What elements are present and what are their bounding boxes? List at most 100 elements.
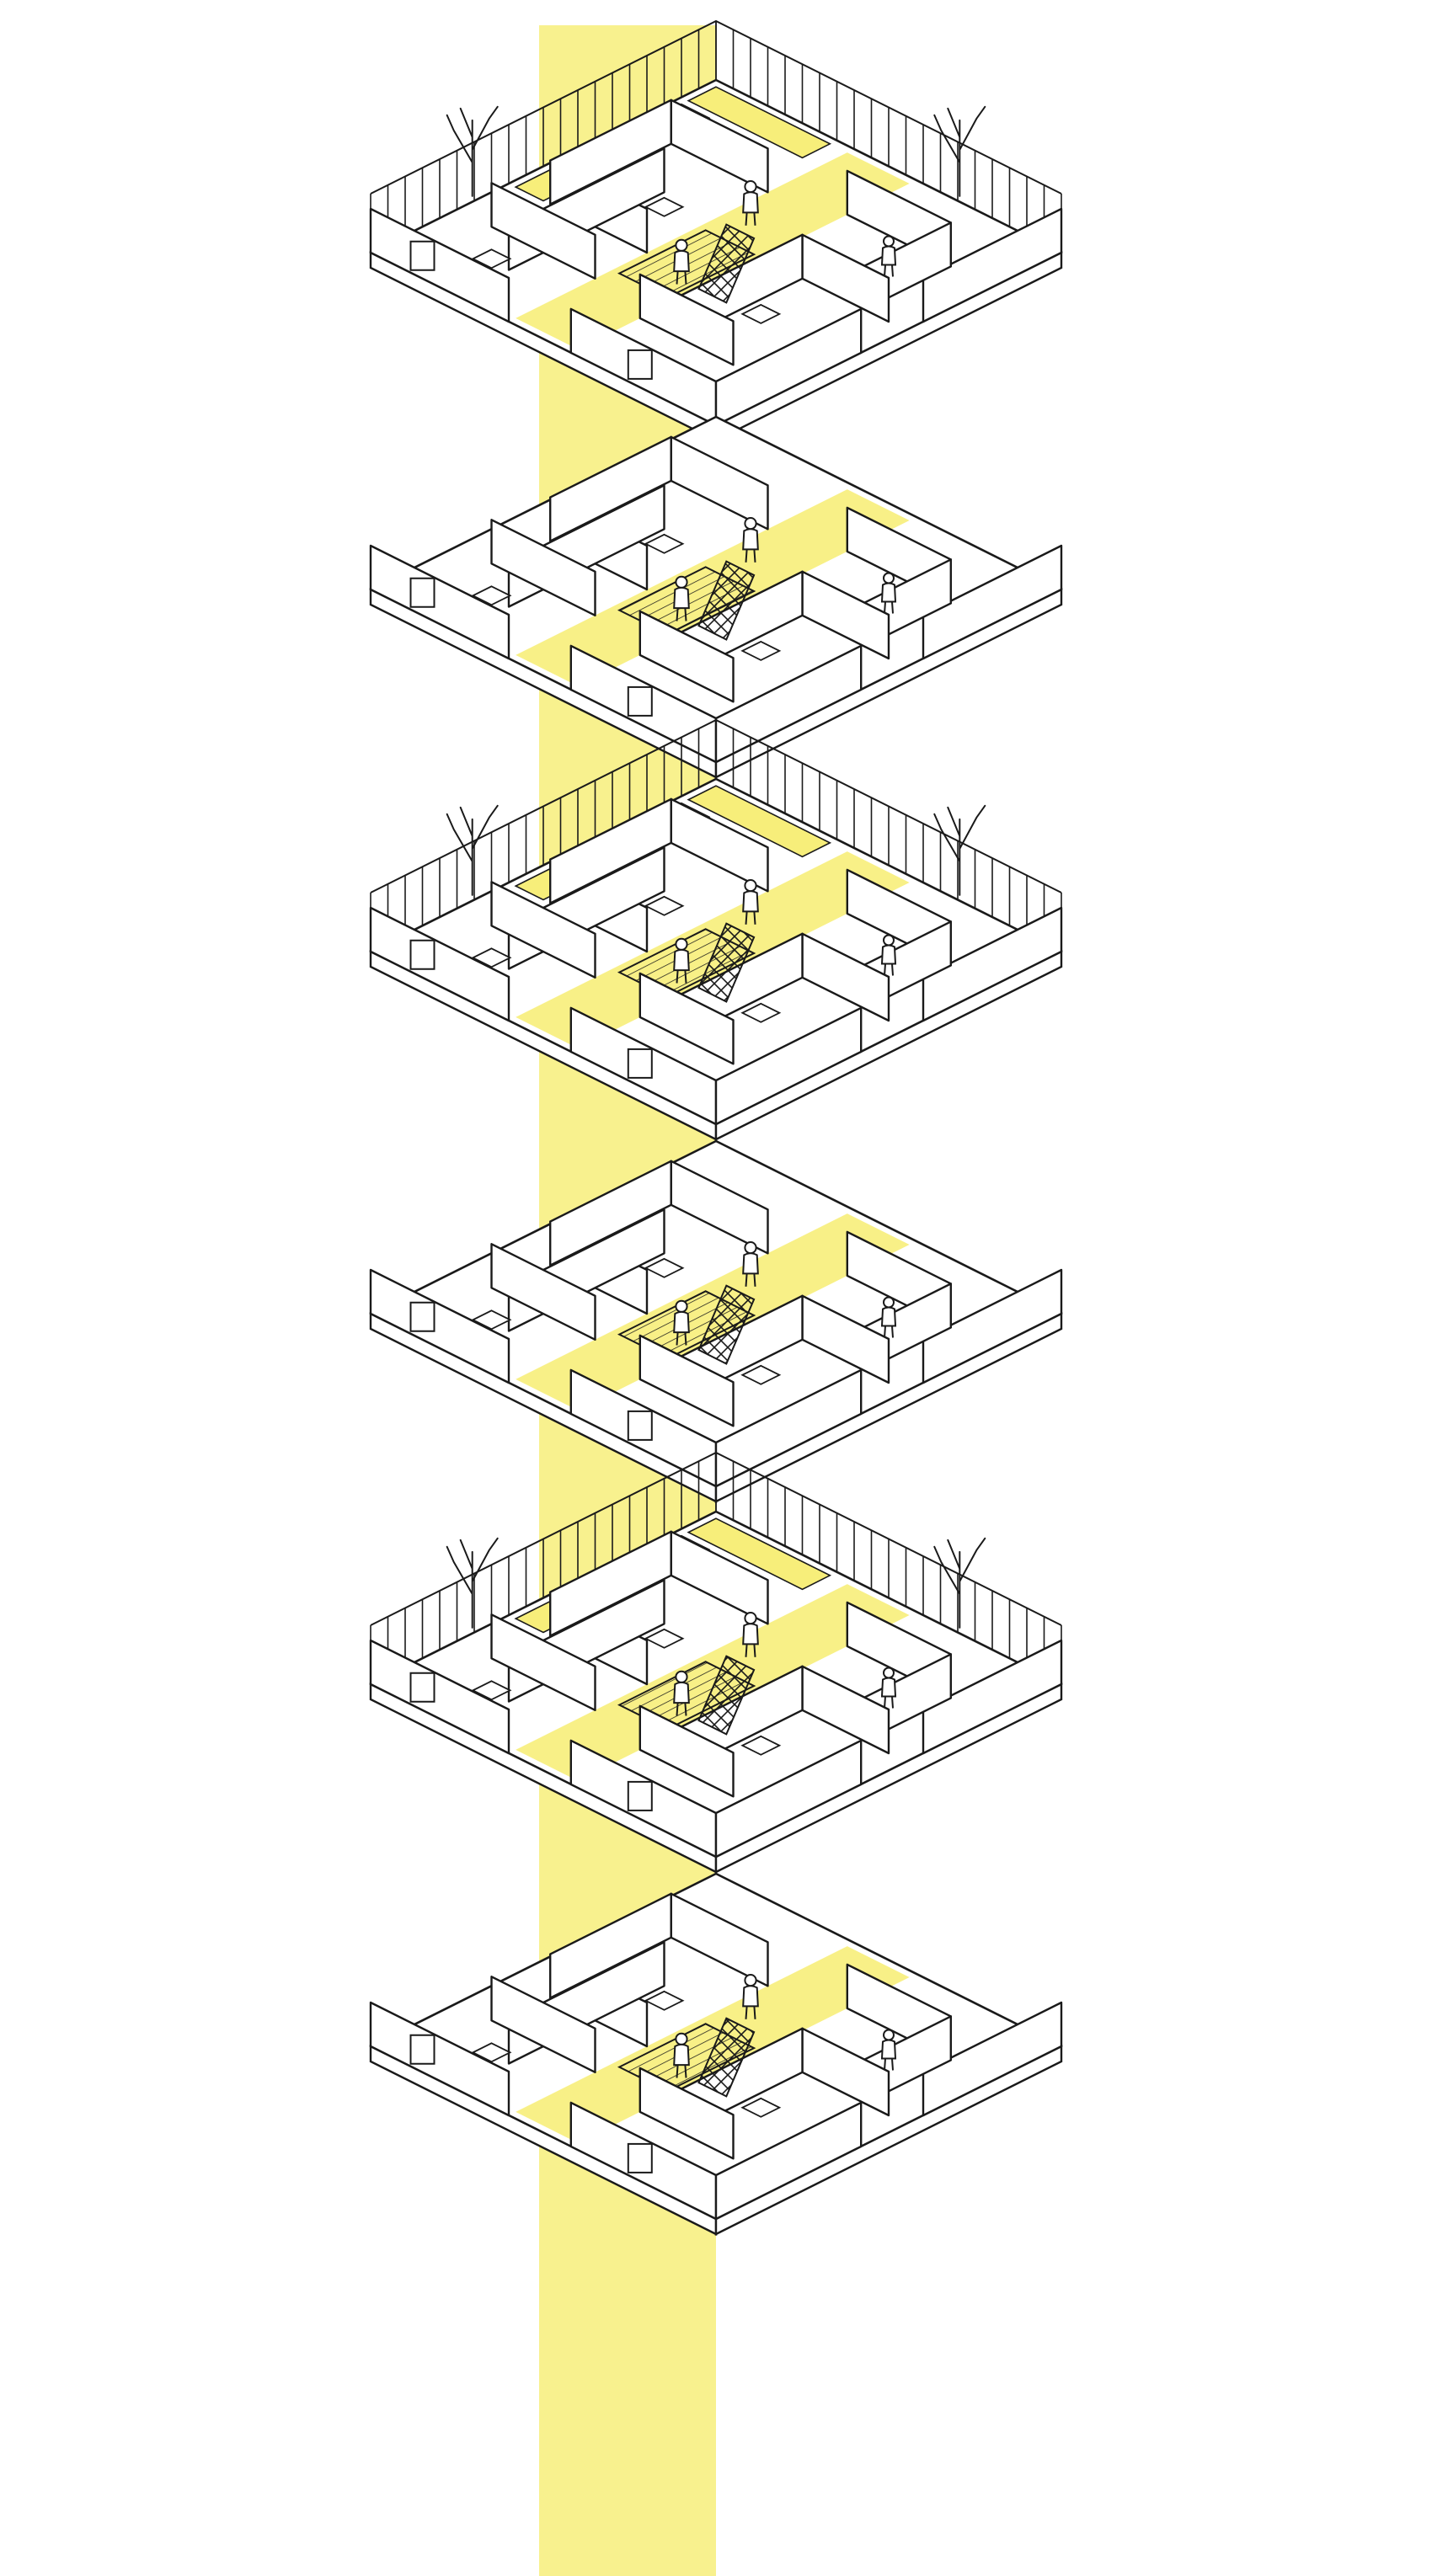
bare-tree-right xyxy=(933,105,986,197)
person-in-core xyxy=(742,1974,759,2019)
partition-wall-10 xyxy=(490,1976,596,2074)
window-opening xyxy=(627,1410,653,1441)
furniture-table xyxy=(471,1309,512,1331)
perimeter-wall-right-end xyxy=(922,906,1063,1022)
lattice-screen xyxy=(697,1655,756,1736)
window-opening xyxy=(627,349,653,380)
floor-plates xyxy=(369,19,1063,2236)
person-on-stair xyxy=(673,1670,690,1716)
partition-wall-10 xyxy=(490,881,596,979)
window-opening xyxy=(409,939,435,970)
person-in-room xyxy=(880,1296,897,1338)
window-opening xyxy=(409,240,435,271)
perimeter-wall-right-end xyxy=(922,207,1063,323)
furniture-table xyxy=(471,947,512,968)
window-opening xyxy=(627,1780,653,1811)
person-in-room xyxy=(880,235,897,277)
window-opening xyxy=(627,2142,653,2173)
perimeter-wall-right-end xyxy=(922,1268,1063,1384)
person-on-stair xyxy=(673,238,690,285)
perimeter-wall-front-left xyxy=(369,544,510,660)
partition-wall-2 xyxy=(549,1530,672,1637)
bare-tree-right xyxy=(933,1537,986,1629)
partition-wall-9 xyxy=(639,1334,735,1427)
perimeter-wall-front-left xyxy=(369,2001,510,2117)
bare-tree-left xyxy=(446,804,499,896)
person-on-stair xyxy=(673,937,690,984)
perimeter-wall-right-end xyxy=(922,1639,1063,1755)
partition-wall-10 xyxy=(490,519,596,616)
furniture-table xyxy=(644,895,685,916)
floor-plate-level-1 xyxy=(369,1872,1063,2236)
partition-wall-10 xyxy=(490,1243,596,1341)
furniture-table xyxy=(644,196,685,217)
partition-wall-9 xyxy=(639,273,735,366)
furniture-table xyxy=(644,1990,685,2011)
person-in-core xyxy=(742,1612,759,1657)
window-opening xyxy=(627,1048,653,1079)
lattice-screen xyxy=(697,223,756,304)
floor-plate-level-5 xyxy=(369,415,1063,779)
window-opening xyxy=(409,1672,435,1703)
perimeter-wall-front-left xyxy=(369,906,510,1022)
furniture-table xyxy=(740,1002,782,1023)
lattice-screen xyxy=(697,2017,756,2098)
partition-wall-10 xyxy=(490,182,596,280)
person-in-room xyxy=(880,1667,897,1709)
furniture-table xyxy=(471,1680,512,1701)
perimeter-wall-right-end xyxy=(922,2001,1063,2117)
floor-plate-level-6 xyxy=(369,19,1063,442)
partition-wall-9 xyxy=(639,610,735,703)
person-on-stair xyxy=(673,575,690,621)
window-opening xyxy=(409,2034,435,2065)
floor-plate-level-4 xyxy=(369,718,1063,1141)
person-in-room xyxy=(880,934,897,976)
furniture-table xyxy=(740,2097,782,2118)
furniture-table xyxy=(644,1628,685,1649)
garden-deck-right xyxy=(687,1517,832,1591)
person-in-room xyxy=(880,2029,897,2071)
furniture-table xyxy=(471,585,512,606)
partition-wall-9 xyxy=(639,1704,735,1798)
furniture-table xyxy=(644,1257,685,1278)
perimeter-wall-front-left xyxy=(369,1268,510,1384)
perimeter-wall-right-end xyxy=(922,544,1063,660)
person-in-core xyxy=(742,180,759,226)
lattice-screen xyxy=(697,922,756,1003)
partition-wall-10 xyxy=(490,1613,596,1712)
furniture-table xyxy=(740,1364,782,1385)
person-in-core xyxy=(742,879,759,925)
partition-wall-2 xyxy=(549,1892,672,1999)
partition-wall-9 xyxy=(639,2067,735,2160)
floor-plate-level-2 xyxy=(369,1451,1063,1874)
bare-tree-left xyxy=(446,1537,499,1629)
window-opening xyxy=(409,1301,435,1332)
lattice-screen xyxy=(697,560,756,641)
bare-tree-right xyxy=(933,804,986,896)
bare-tree-left xyxy=(446,105,499,197)
fence-rail xyxy=(370,718,1062,893)
person-in-core xyxy=(742,1241,759,1287)
partition-wall-2 xyxy=(549,1160,672,1267)
garden-deck-right xyxy=(687,785,832,858)
perimeter-wall-front-left xyxy=(369,207,510,323)
furniture-table xyxy=(740,640,782,661)
person-on-stair xyxy=(673,2032,690,2078)
partition-wall-2 xyxy=(549,99,672,205)
furniture-table xyxy=(471,248,512,269)
lattice-screen xyxy=(697,1284,756,1365)
fence-rail xyxy=(370,1451,1062,1626)
person-in-room xyxy=(880,572,897,614)
fence-rail xyxy=(370,19,1062,195)
furniture-table xyxy=(644,533,685,554)
furniture-table xyxy=(740,1735,782,1756)
person-on-stair xyxy=(673,1299,690,1346)
window-opening xyxy=(409,577,435,608)
partition-wall-9 xyxy=(639,972,735,1065)
floor-plate-level-3 xyxy=(369,1139,1063,1503)
person-in-core xyxy=(742,517,759,563)
window-opening xyxy=(627,685,653,717)
perimeter-wall-front-left xyxy=(369,1639,510,1755)
